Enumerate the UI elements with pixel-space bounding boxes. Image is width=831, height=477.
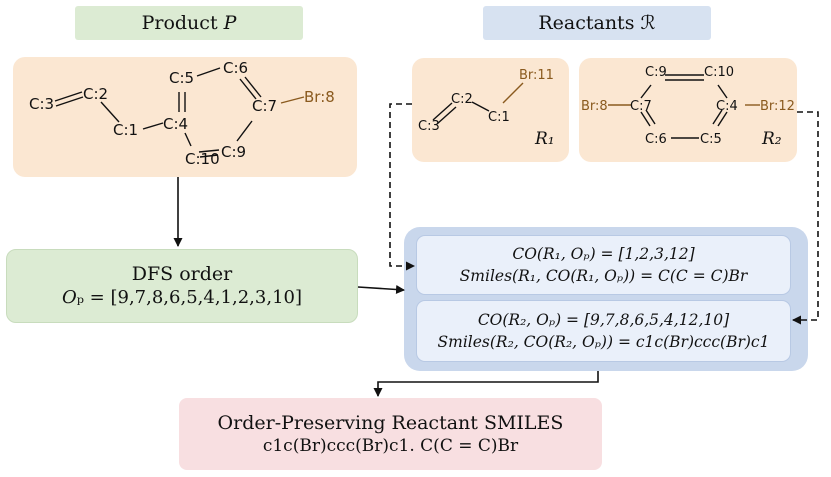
reactant-r1-panel <box>412 58 569 162</box>
dfs-order-box: DFS order 𝑂ₚ = [9,7,8,6,5,4,1,2,3,10] <box>6 249 358 323</box>
product-header: Product 𝑃 <box>75 6 303 40</box>
dfs-order-sequence: 𝑂ₚ = [9,7,8,6,5,4,1,2,3,10] <box>62 287 302 308</box>
r2-canonical-order: 𝐶𝑂(𝑅₂, 𝑂ₚ) = [9,7,8,6,5,4,12,10] <box>477 311 730 329</box>
arrow-dfs-to-group <box>357 284 405 294</box>
product-molecule-panel <box>13 57 357 177</box>
r1-canonical-order: 𝐶𝑂(𝑅₁, 𝑂ₚ) = [1,2,3,12] <box>512 245 695 263</box>
dfs-order-title: DFS order <box>131 263 233 285</box>
r1-order-box: 𝐶𝑂(𝑅₁, 𝑂ₚ) = [1,2,3,12] 𝑆𝑚𝑖𝑙𝑒𝑠(𝑅₁, 𝐶𝑂(𝑅₁… <box>416 235 791 295</box>
reactants-header: Reactants ℛ <box>483 6 711 40</box>
r2-smiles: 𝑆𝑚𝑖𝑙𝑒𝑠(𝑅₂, 𝐶𝑂(𝑅₂, 𝑂ₚ)) = c1c(Br)ccc(Br)c… <box>437 333 770 351</box>
result-box: Order-Preserving Reactant SMILES c1c(Br)… <box>179 398 602 470</box>
result-smiles: c1c(Br)ccc(Br)c1. C(C = C)Br <box>262 436 519 456</box>
arrow-group-to-result <box>373 371 599 397</box>
result-title: Order-Preserving Reactant SMILES <box>217 412 564 434</box>
reactant-r2-panel <box>579 58 797 162</box>
r2-order-box: 𝐶𝑂(𝑅₂, 𝑂ₚ) = [9,7,8,6,5,4,12,10] 𝑆𝑚𝑖𝑙𝑒𝑠(… <box>416 300 791 362</box>
r1-smiles: 𝑆𝑚𝑖𝑙𝑒𝑠(𝑅₁, 𝐶𝑂(𝑅₁, 𝑂ₚ)) = C(C = C)Br <box>459 267 748 285</box>
